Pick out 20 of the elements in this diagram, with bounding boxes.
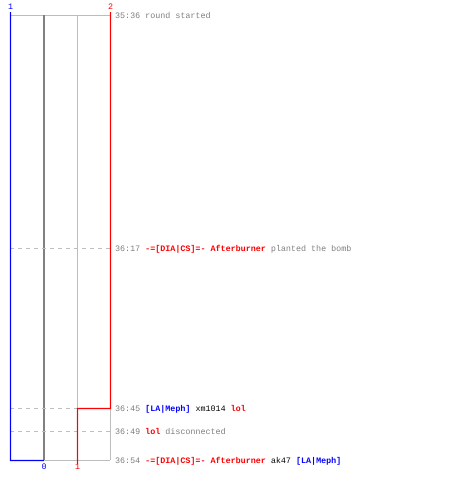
weapon-name: ak47 [270,456,291,466]
time-label: 36:49 [115,427,140,437]
event-text: round started [145,11,211,21]
player-name: lol [230,404,246,414]
player-name: lol [145,427,160,437]
time-label: 36:45 [115,404,140,414]
time-label: 36:54 [115,456,140,466]
time-label: 36:17 [115,244,140,254]
time-label: 35:36 [115,11,140,21]
count-label: 1 [74,462,80,472]
weapon-name: xm1014 [195,404,226,414]
player-name: -=[DIA|CS]=- Afterburner [145,456,266,466]
event-text: planted the bomb [270,244,352,254]
player-name: -=[DIA|CS]=- Afterburner [145,244,266,254]
count-label: 2 [108,2,114,12]
count-label: 0 [41,462,47,472]
event-text: disconnected [165,427,226,437]
player-name: [LA|Meph] [296,456,342,466]
count-label: 1 [8,2,14,12]
player-name: [LA|Meph] [145,404,190,414]
